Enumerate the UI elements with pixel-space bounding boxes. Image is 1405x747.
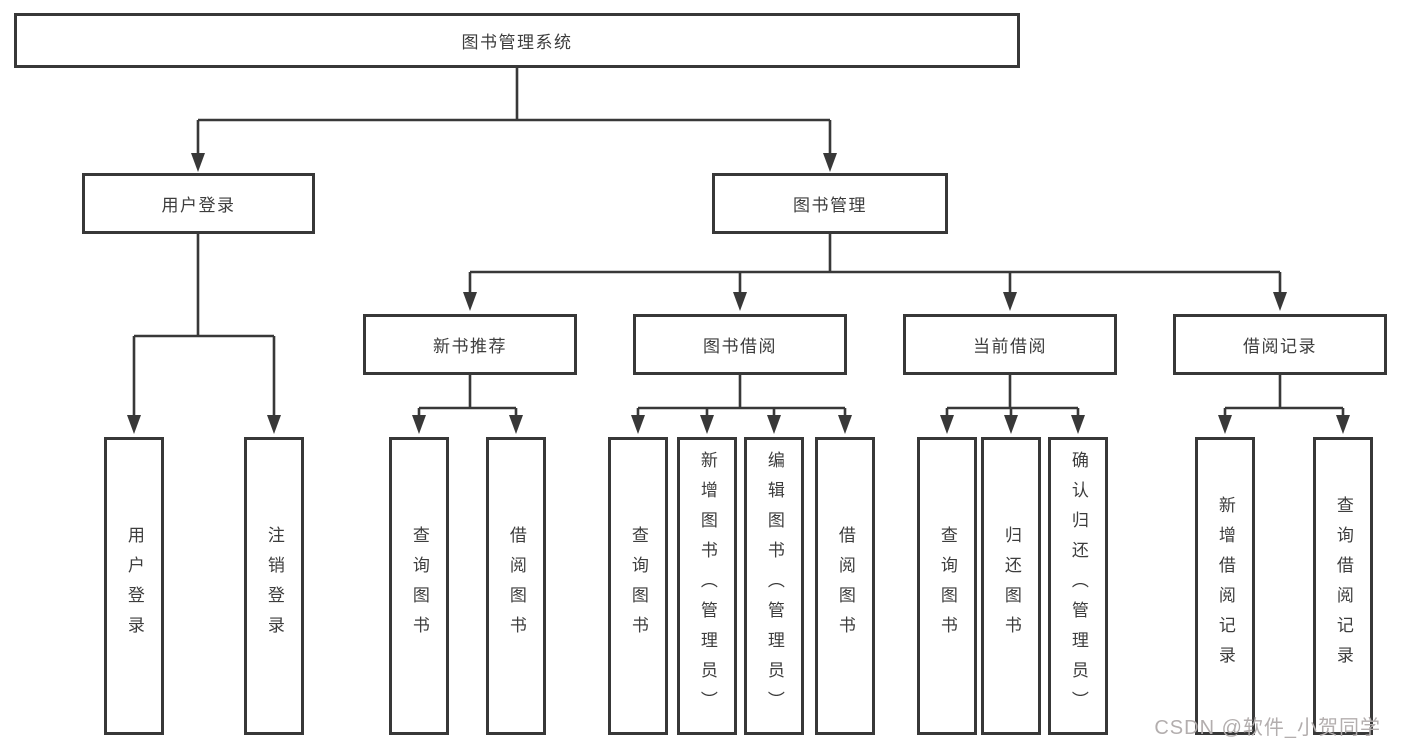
leaf-recommend-borrow-books-label: 借阅图书 xyxy=(506,526,526,646)
csdn-watermark: CSDN @软件_小贺同学 xyxy=(1154,717,1381,739)
leaf-return-books: 归还图书 xyxy=(981,437,1041,735)
leaf-edit-book-admin: 编辑图书（管理员） xyxy=(744,437,804,735)
node-new-book-recommend: 新书推荐 xyxy=(363,314,577,375)
leaf-add-borrow-record-label: 新增借阅记录 xyxy=(1215,496,1235,676)
node-borrow-records-label: 借阅记录 xyxy=(1243,337,1317,356)
leaf-user-login: 用户登录 xyxy=(104,437,164,735)
leaf-confirm-return-admin: 确认归还（管理员） xyxy=(1048,437,1108,735)
node-book-borrow: 图书借阅 xyxy=(633,314,847,375)
leaf-query-borrow-record-label: 查询借阅记录 xyxy=(1333,496,1353,676)
node-book-borrow-label: 图书借阅 xyxy=(703,337,777,356)
leaf-current-query-books-label: 查询图书 xyxy=(937,526,957,646)
node-current-borrow: 当前借阅 xyxy=(903,314,1117,375)
leaf-add-book-admin: 新增图书（管理员） xyxy=(677,437,737,735)
leaf-borrow-borrow-books: 借阅图书 xyxy=(815,437,875,735)
node-book-management-label: 图书管理 xyxy=(793,196,867,215)
leaf-user-login-label: 用户登录 xyxy=(124,526,144,646)
node-user-login-label: 用户登录 xyxy=(161,196,236,215)
leaf-logout: 注销登录 xyxy=(244,437,304,735)
node-user-login: 用户登录 xyxy=(82,173,315,234)
leaf-current-query-books: 查询图书 xyxy=(917,437,977,735)
leaf-borrow-query-books: 查询图书 xyxy=(608,437,668,735)
node-new-book-recommend-label: 新书推荐 xyxy=(433,337,507,356)
leaf-borrow-query-books-label: 查询图书 xyxy=(628,526,648,646)
node-current-borrow-label: 当前借阅 xyxy=(973,337,1047,356)
leaf-query-borrow-record: 查询借阅记录 xyxy=(1313,437,1373,735)
leaf-return-books-label: 归还图书 xyxy=(1001,526,1021,646)
node-borrow-records: 借阅记录 xyxy=(1173,314,1387,375)
leaf-add-borrow-record: 新增借阅记录 xyxy=(1195,437,1255,735)
leaf-confirm-return-admin-label: 确认归还（管理员） xyxy=(1068,451,1088,721)
leaf-edit-book-admin-label: 编辑图书（管理员） xyxy=(764,451,784,721)
leaf-add-book-admin-label: 新增图书（管理员） xyxy=(697,451,717,721)
leaf-logout-label: 注销登录 xyxy=(264,526,284,646)
leaf-recommend-borrow-books: 借阅图书 xyxy=(486,437,546,735)
leaf-recommend-query-books-label: 查询图书 xyxy=(409,526,429,646)
leaf-borrow-borrow-books-label: 借阅图书 xyxy=(835,526,855,646)
node-root-system: 图书管理系统 xyxy=(14,13,1020,68)
node-book-management: 图书管理 xyxy=(712,173,948,234)
leaf-recommend-query-books: 查询图书 xyxy=(389,437,449,735)
node-root-label: 图书管理系统 xyxy=(461,33,573,52)
